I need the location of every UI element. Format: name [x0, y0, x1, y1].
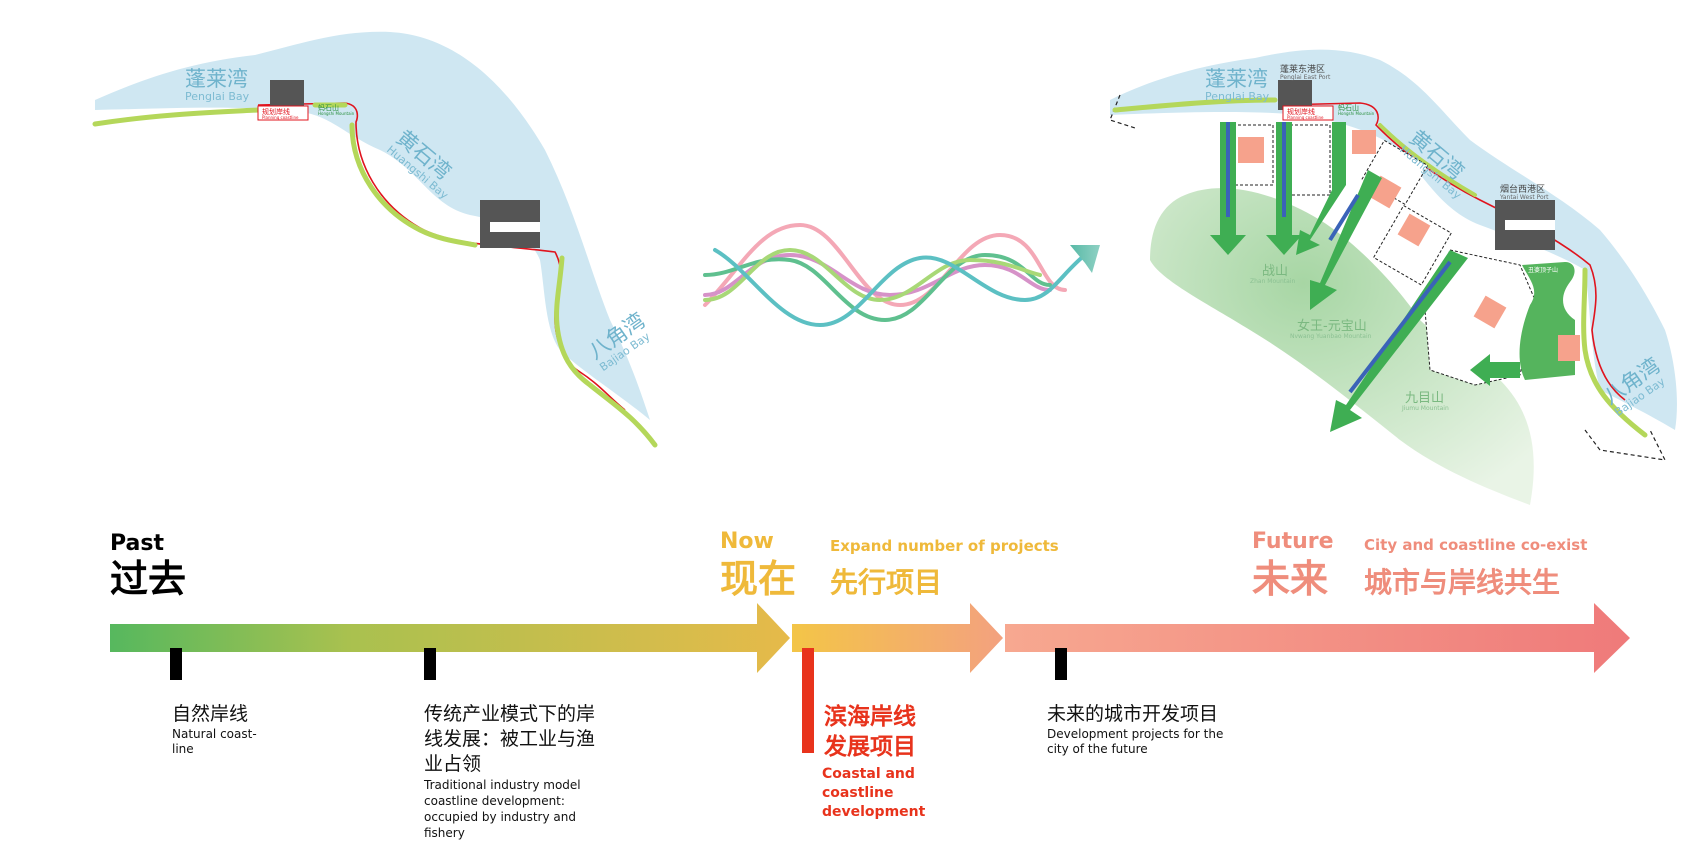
port-label-en: Yantai West Port [1499, 194, 1549, 201]
milestone-tick [170, 648, 182, 680]
project-pink [1352, 130, 1376, 154]
milestone-text-en: coastline development: [424, 794, 565, 808]
past-label-zh: 过去 [110, 557, 186, 601]
past-arrow [110, 603, 790, 673]
coast-green-line-2 [1581, 267, 1648, 438]
industry-block [1278, 80, 1312, 110]
sea-area [95, 31, 650, 420]
project-pink [1473, 295, 1507, 329]
future-label-zh: 未来 [1252, 557, 1328, 601]
planning-tag-zh: 规划岸线 [262, 107, 290, 116]
industry-block [270, 80, 304, 106]
park-tag: 丑婆顶子山 [1528, 266, 1558, 274]
land-area [1150, 188, 1534, 506]
wave-line-pink [703, 222, 1067, 308]
milestone-text-zh: 传统产业模式下的岸 [424, 703, 595, 725]
milestone-text-en: line [172, 742, 194, 756]
green-arrow [1296, 122, 1346, 255]
mountain-label-en: Jiumu Mountain [1401, 405, 1449, 412]
highlight-text-zh: 发展项目 [823, 733, 916, 760]
bay-label-en: Penglai Bay [1205, 90, 1270, 103]
highlight-text-zh: 滨海岸线 [824, 703, 916, 730]
development-arrows [1210, 122, 1520, 432]
blue-arrow [1328, 193, 1360, 242]
now-label-en: Now [720, 529, 774, 554]
coast-green-line-2 [349, 122, 478, 248]
left-map: 规划岸线 Planning coastline 蚂石山 Hongshi Moun… [92, 31, 658, 448]
planning-tag [257, 105, 309, 121]
right-map: 蓬莱东港区 Penglai East Port 烟台西港区 Yantai Wes… [1109, 49, 1677, 506]
now-label-zh: 现在 [720, 557, 796, 601]
project-pink [1238, 137, 1264, 163]
milestone-text-en: city of the future [1047, 742, 1148, 756]
bay-label-zh: 蓬莱湾 [1205, 67, 1268, 91]
milestone-text-zh: 业占领 [424, 753, 481, 775]
milestone-text-en: occupied by industry and [424, 810, 576, 824]
wave-line-green [703, 252, 1052, 323]
sea-area [1110, 49, 1677, 430]
green-park [1519, 262, 1575, 380]
future-sub-en: City and coastline co-exist [1364, 536, 1587, 554]
milestone-text-zh: 未来的城市开发项目 [1047, 703, 1218, 725]
coast-green-line-3 [554, 255, 658, 448]
milestone-text-en: fishery [424, 826, 465, 840]
planning-tag-en: Planning coastline [262, 115, 299, 120]
wave-line-lightgreen [703, 247, 1042, 303]
milestone-tick [424, 648, 436, 680]
past-label-en: Past [110, 531, 164, 556]
wave-line-teal [713, 248, 1087, 328]
port-label-en: Penglai East Port [1280, 74, 1331, 81]
coast-green-line [1112, 97, 1278, 113]
project-pink [1397, 213, 1431, 247]
milestone-text-zh: 自然岸线 [172, 703, 248, 725]
green-arrow [1330, 250, 1468, 432]
planning-tag-en: Planning coastline [1287, 115, 1324, 120]
milestone-text-en: Traditional industry model [423, 778, 581, 792]
mountain-tag-zh: 蚂石山 [1338, 103, 1359, 112]
highlight-text-en: Coastal and [822, 766, 915, 782]
mountain-tag-zh: 蚂石山 [318, 103, 339, 112]
dashed-boundary [1109, 94, 1667, 461]
port-label-zh: 蓬莱东港区 [1280, 63, 1325, 75]
project-plot [1372, 204, 1452, 286]
project-pink [1558, 335, 1580, 361]
now-sub-zh: 先行项目 [830, 566, 942, 599]
now-sub-en: Expand number of projects [830, 537, 1059, 555]
future-sub-zh: 城市与岸线共生 [1364, 566, 1560, 599]
bay-label-en: Penglai Bay [185, 90, 250, 103]
milestone-text-zh: 线发展：被工业与渔 [424, 728, 595, 750]
project-plot [1289, 124, 1331, 196]
milestone-text-en: Natural coast- [172, 727, 257, 741]
coast-green-line [92, 107, 261, 127]
now-arrow [792, 603, 1003, 673]
milestone-text-en: Development projects for the [1047, 727, 1223, 741]
wave-arrow-tip [1070, 245, 1100, 273]
mountain-label-zh: 九目山 [1405, 391, 1444, 406]
braided-waves [703, 222, 1100, 328]
future-label-en: Future [1252, 529, 1334, 554]
mountain-tag-en: Hongshi Mountain [318, 111, 355, 116]
mountain-label-en: Zhan Mountain [1250, 278, 1295, 285]
blue-arrow [1348, 260, 1452, 394]
future-arrow [1005, 603, 1630, 673]
coast-green-line-3 [1378, 123, 1477, 197]
highlight-text-en: development [822, 804, 926, 820]
timeline: Past 过去 Now 现在 Expand number of projects… [110, 529, 1630, 840]
mountain-label-en: Nvwang Yuanbao Mountain [1290, 333, 1372, 340]
planning-tag [1282, 105, 1334, 121]
green-arrow [1310, 170, 1382, 310]
port-label-zh: 烟台西港区 [1500, 183, 1545, 195]
highlight-tick [802, 648, 814, 753]
planning-tag-zh: 规划岸线 [1287, 107, 1315, 116]
milestone-tick [1055, 648, 1067, 680]
mountain-tag-en: Hongshi Mountain [1338, 111, 1375, 116]
green-arrow [1470, 354, 1520, 386]
highlight-text-en: coastline [822, 785, 893, 801]
bay-label-zh: 蓬莱湾 [185, 67, 248, 91]
mountain-label-zh: 战山 [1262, 264, 1288, 279]
mountain-label-zh: 女王-元宝山 [1297, 318, 1367, 334]
